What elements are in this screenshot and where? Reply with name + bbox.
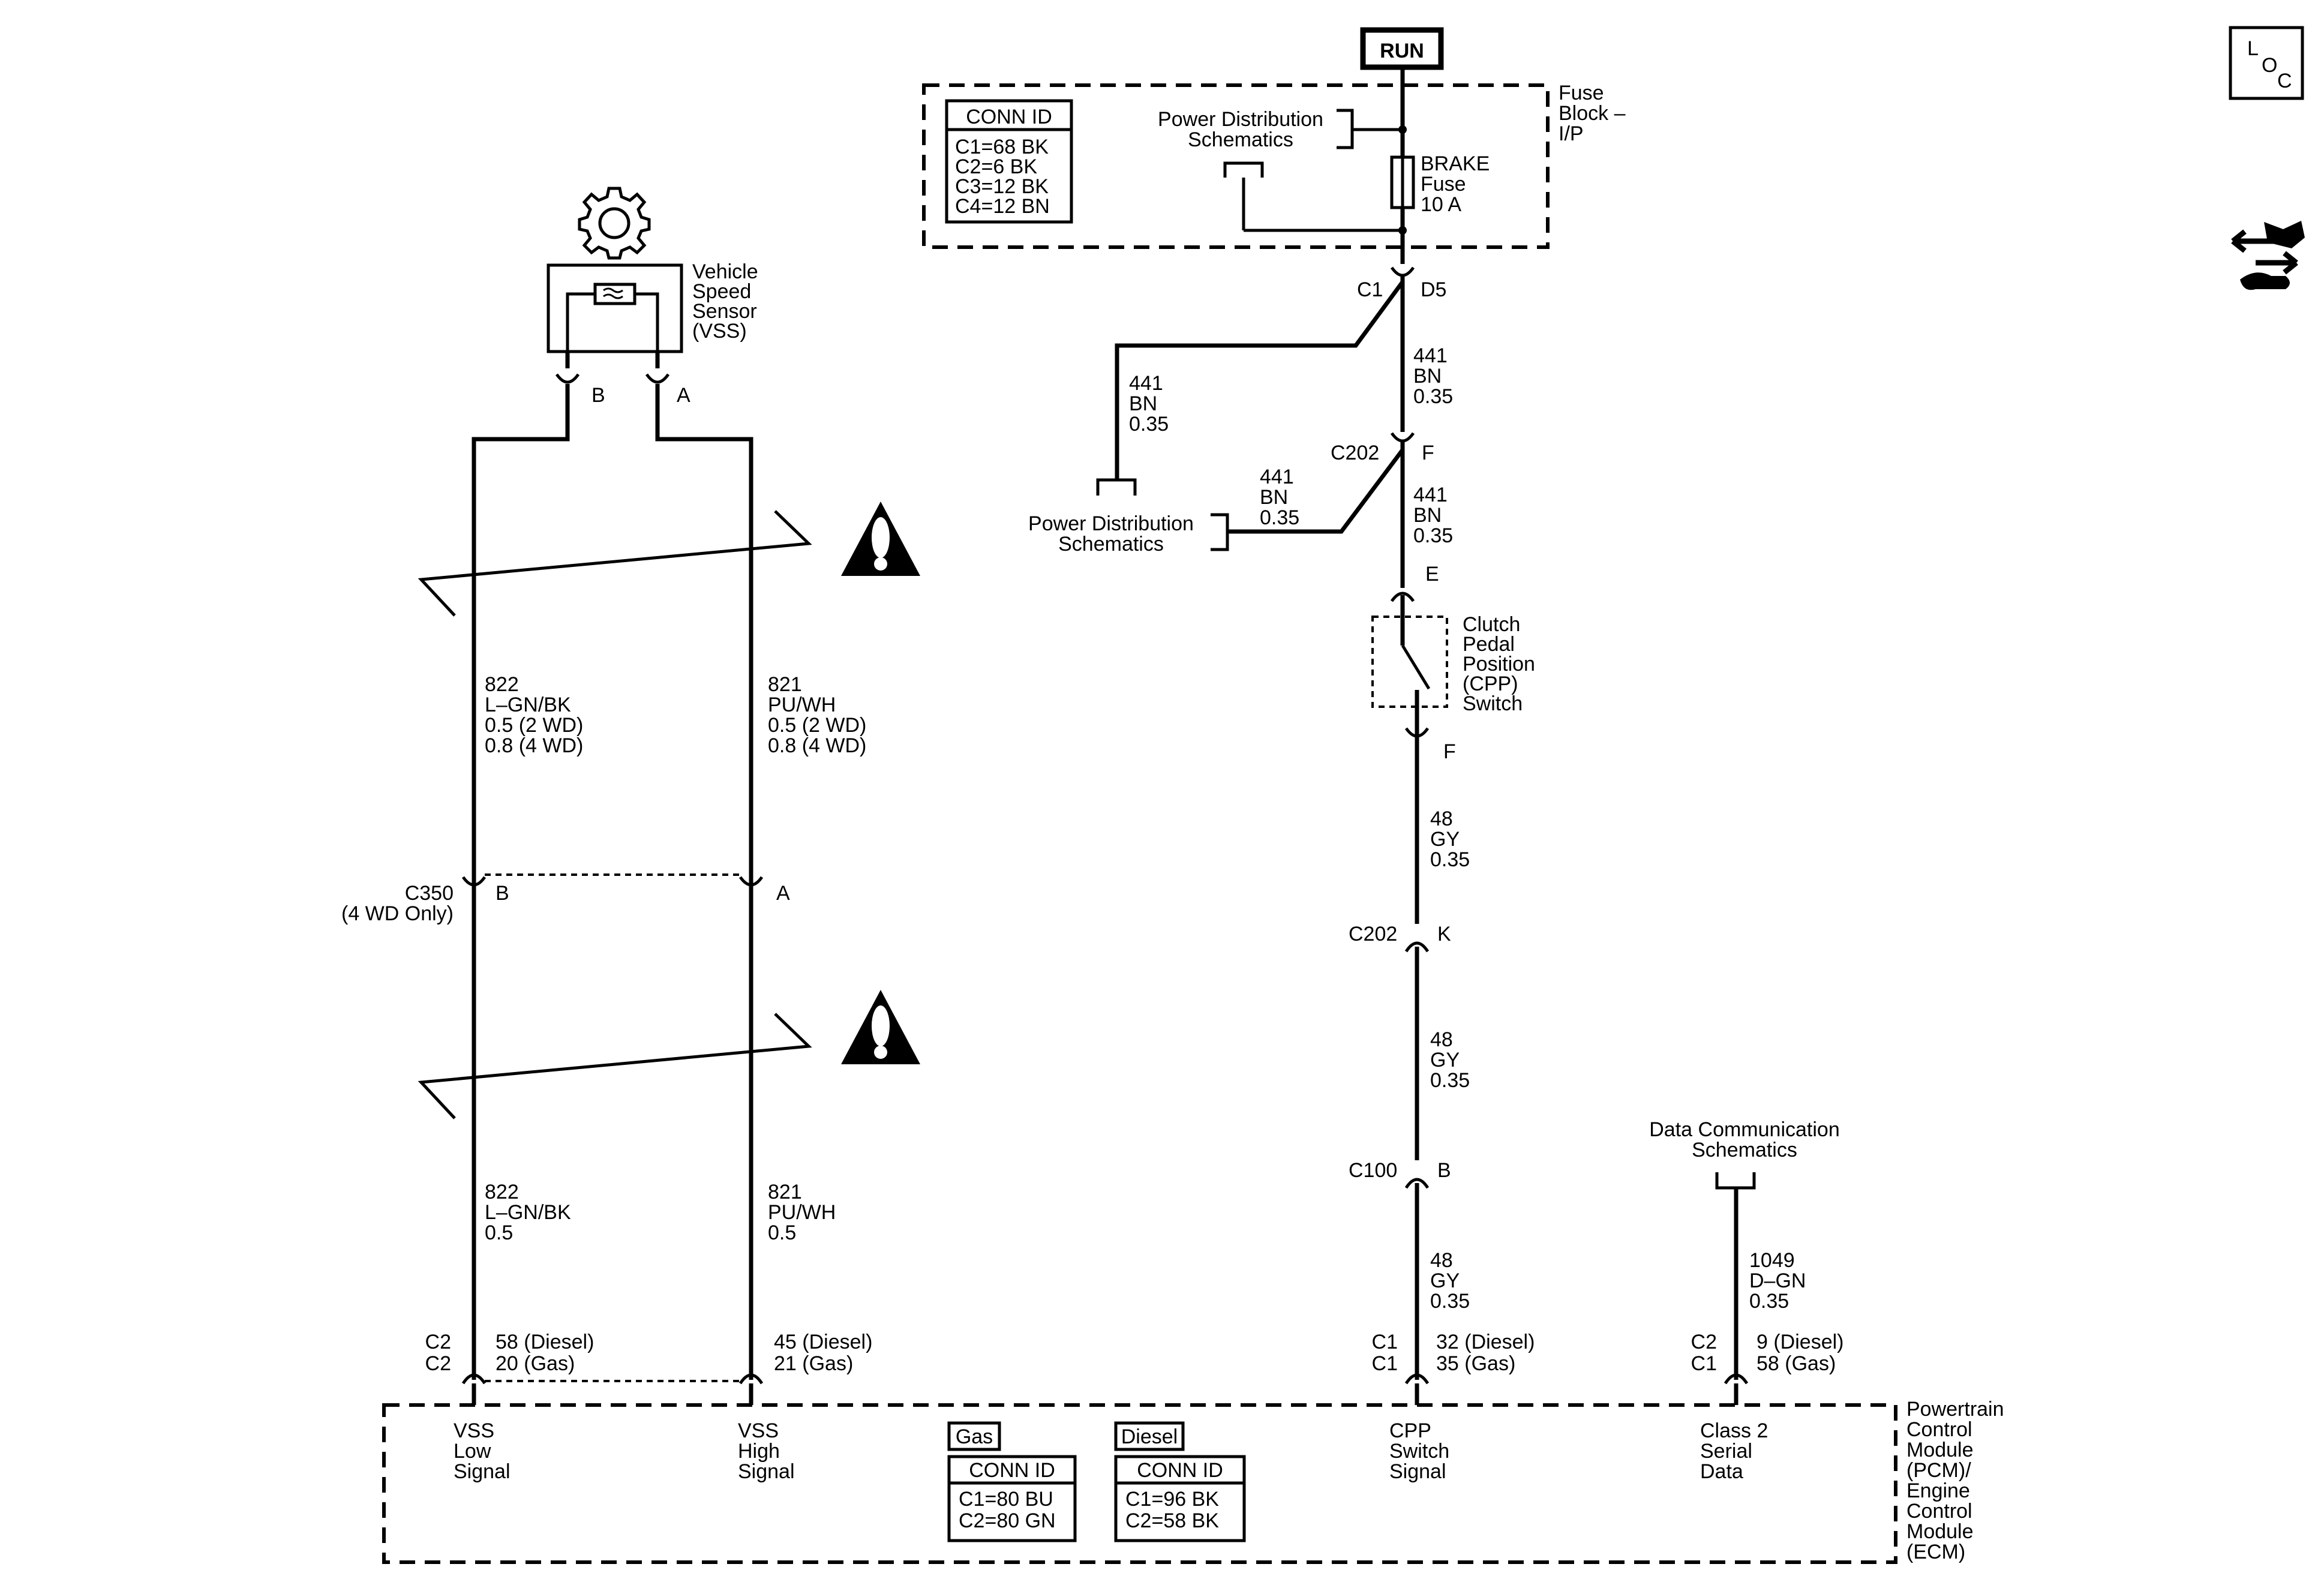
twisted-pair-symbol-lower [418, 1013, 812, 1119]
vss-pin-a: A [677, 384, 690, 407]
c202-mid-label: C202 [1349, 923, 1397, 945]
connector-c202-f: C202 F [1331, 432, 1434, 588]
class2-pins: 9 (Diesel)58 (Gas) [1756, 1331, 1843, 1375]
conn-id-table [945, 99, 1073, 224]
gear-icon [580, 188, 649, 258]
vss-low-pins: 58 (Diesel)20 (Gas) [496, 1331, 594, 1375]
warning-icon [841, 502, 920, 576]
pcm-outline [382, 1403, 1897, 1564]
connector-c350: C350(4 WD Only) B A [341, 873, 790, 925]
vss-high-pins: 45 (Diesel)21 (Gas) [774, 1331, 872, 1375]
fuse-block-outline [922, 83, 1550, 249]
component-view-icon[interactable] [2231, 221, 2305, 290]
gas-tag [947, 1421, 1001, 1451]
c202-top-label: C202 [1331, 442, 1379, 464]
c1-label: C1 [1357, 278, 1383, 301]
d5-label: D5 [1421, 278, 1446, 301]
twisted-pair-symbol-upper [418, 510, 812, 617]
c100-label: C100 [1349, 1159, 1397, 1182]
conn-id-title: CONN ID [966, 106, 1052, 128]
c350-label: C350(4 WD Only) [341, 882, 454, 925]
loc-o: O [2262, 54, 2277, 77]
wire-822-path [472, 384, 570, 1380]
vss-pin-b: B [591, 384, 605, 407]
c202-mid-pin: K [1437, 923, 1451, 945]
c202-top-pin: F [1422, 442, 1434, 464]
connector-c100: C100 B [1349, 1159, 1451, 1189]
c350-pin-b: B [496, 882, 509, 905]
c100-pin: B [1437, 1159, 1451, 1182]
diesel-tag [1114, 1421, 1185, 1451]
run-label: RUN [1380, 40, 1424, 62]
warning-icon [841, 990, 920, 1064]
loc-l: L [2247, 37, 2259, 60]
cpp-e-label: E [1425, 563, 1439, 586]
wire-821-path [655, 384, 753, 1380]
cpp-switch-outline [1371, 616, 1448, 708]
connector-c1-d5: C1 D5 [1357, 266, 1446, 432]
diesel-conn-title: CONN ID [1137, 1459, 1223, 1482]
cpp-f-label: F [1443, 740, 1456, 763]
cpp-pins: 32 (Diesel)35 (Gas) [1436, 1331, 1535, 1375]
c350-pin-a: A [776, 882, 790, 905]
gas-conn-table [947, 1455, 1077, 1542]
vss-box [547, 263, 683, 353]
gas-conn-title: CONN ID [969, 1459, 1055, 1482]
diesel-tag-label: Diesel [1121, 1425, 1178, 1448]
connector-c202-k: C202 K [1349, 923, 1451, 953]
location-view-icon[interactable]: L O C [2229, 26, 2304, 100]
loc-c: C [2277, 70, 2292, 92]
gas-tag-label: Gas [956, 1425, 993, 1448]
diesel-conn-table [1114, 1455, 1246, 1542]
